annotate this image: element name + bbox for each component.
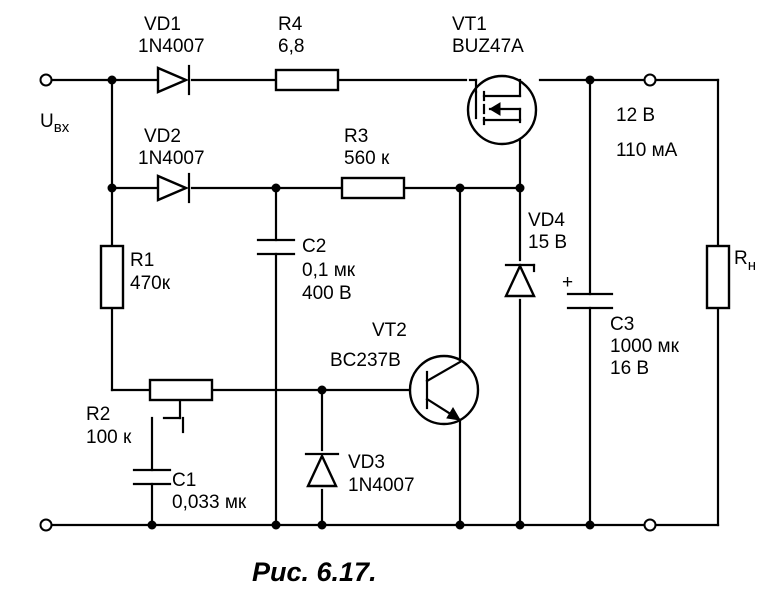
r4-value: 6,8	[278, 36, 304, 57]
vd3-ref: VD3	[348, 452, 385, 473]
c3-value: 1000 мк	[610, 336, 680, 357]
resistor-r4	[274, 68, 340, 92]
vt2-value: BC237B	[330, 350, 401, 371]
r4-ref: R4	[278, 14, 303, 35]
r2-value: 100 к	[86, 427, 132, 448]
c3-rating: 16 В	[610, 358, 649, 379]
capacitor-c2	[256, 238, 296, 256]
vd3-value: 1N4007	[348, 475, 415, 496]
diode-vd3	[304, 452, 340, 488]
capacitor-c1	[132, 468, 172, 486]
load-label: Rн	[734, 248, 756, 274]
output-current: 110 мА	[616, 140, 678, 161]
c1-ref: C1	[172, 470, 196, 491]
capacitor-c3	[566, 292, 614, 310]
vt1-ref: VT1	[452, 14, 487, 35]
potentiometer-r2	[148, 378, 214, 402]
r2-ref: R2	[86, 404, 110, 425]
figure-caption: Рис. 6.17.	[252, 557, 377, 587]
r3-ref: R3	[344, 126, 368, 147]
resistor-load	[705, 244, 731, 310]
vt1-value: BUZ47A	[452, 36, 524, 57]
vd4-ref: VD4	[528, 210, 565, 231]
resistor-r3	[340, 176, 406, 200]
c2-value: 0,1 мк	[302, 260, 356, 281]
c3-polarity: +	[562, 272, 573, 293]
vd2-value: 1N4007	[138, 148, 205, 169]
vt2-ref: VT2	[372, 320, 407, 341]
output-voltage: 12 В	[616, 105, 655, 126]
mosfet-vt1	[466, 74, 538, 146]
c3-ref: C3	[610, 314, 634, 335]
c2-rating: 400 В	[302, 283, 352, 304]
vd1-value: 1N4007	[138, 36, 205, 57]
r1-ref: R1	[130, 250, 154, 271]
output-terminals	[643, 73, 657, 532]
zener-vd4	[504, 263, 536, 298]
input-label: Uвх	[40, 111, 70, 136]
vd1-ref: VD1	[144, 14, 181, 35]
wires	[48, 78, 720, 527]
diode-vd2	[156, 172, 191, 204]
r1-value: 470к	[130, 273, 171, 294]
input-terminals	[39, 73, 53, 532]
c1-value: 0,033 мк	[172, 492, 247, 513]
diode-vd1	[156, 64, 191, 96]
junctions	[107, 75, 595, 530]
r3-value: 560 к	[344, 148, 390, 169]
c2-ref: C2	[302, 236, 326, 257]
transistor-vt2	[408, 354, 480, 426]
resistor-r1	[99, 244, 125, 310]
vd4-value: 15 В	[528, 232, 567, 253]
vd2-ref: VD2	[144, 126, 181, 147]
